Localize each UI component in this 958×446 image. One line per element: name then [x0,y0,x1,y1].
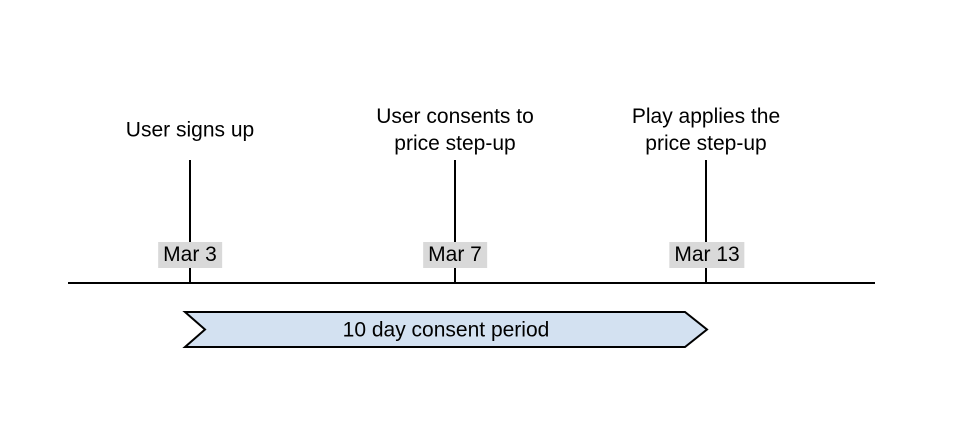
date-badge-mar-13: Mar 13 [669,242,745,268]
event-tick-mar-13 [705,160,707,283]
event-tick-mar-3 [189,160,191,283]
event-label-user-signs-up: User signs up [125,118,255,142]
event-label-user-consents: User consents to price step-up [376,105,534,155]
event-label-play-applies: Play applies the price step-up [631,105,781,155]
consent-period-label: 10 day consent period [342,318,550,342]
date-badge-mar-7: Mar 7 [423,242,487,268]
date-badge-mar-3: Mar 3 [158,242,222,268]
timeline-axis [68,282,875,284]
event-tick-mar-7 [454,160,456,283]
consent-period-band-shape [182,311,709,348]
consent-period-band [182,311,709,348]
